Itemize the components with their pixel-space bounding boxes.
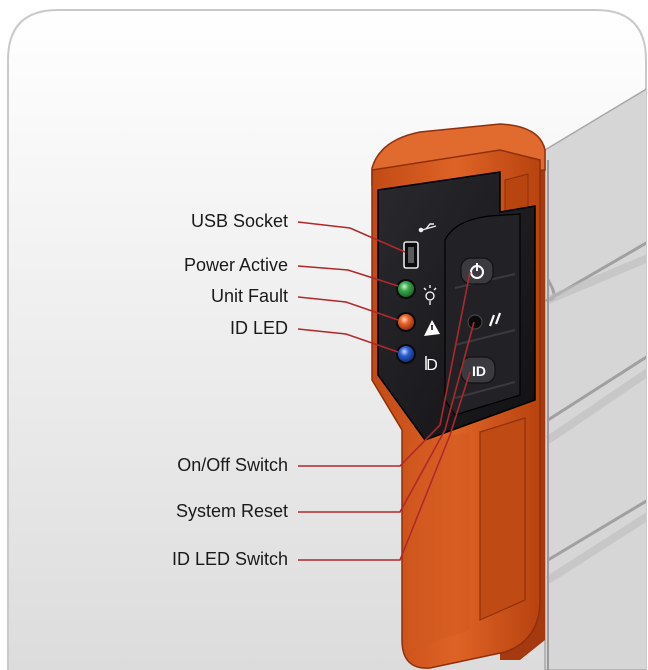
leader-usb-socket — [297, 221, 406, 253]
id-button-glyph: ID — [472, 363, 486, 379]
usb-socket-icon — [403, 223, 437, 269]
callout-usb-socket: USB Socket — [190, 211, 288, 231]
callout-on-off-switch: On/Off Switch — [177, 455, 288, 475]
control-panel — [377, 171, 536, 441]
leader-unit-fault — [297, 296, 399, 321]
reset-button-icon[interactable] — [467, 312, 502, 330]
leader-power-active — [297, 265, 399, 287]
chassis-side — [542, 86, 646, 670]
leader-id-led — [297, 328, 399, 353]
leader-on-off-switch — [298, 271, 471, 467]
callout-id-led-switch: ID LED Switch — [171, 549, 288, 569]
leader-id-led-switch — [298, 371, 471, 561]
id-button-icon[interactable]: ID — [460, 356, 496, 384]
svg-text:D: D — [426, 357, 438, 374]
leader-lines — [297, 221, 475, 561]
power-led-icon — [396, 279, 437, 305]
callout-id-led: ID LED — [229, 318, 288, 338]
power-button-icon[interactable] — [460, 257, 494, 285]
leader-system-reset — [298, 321, 475, 513]
callout-power-active: Power Active — [183, 255, 288, 275]
id-led-icon: D — [396, 344, 438, 374]
callout-system-reset: System Reset — [175, 501, 288, 521]
callout-unit-fault: Unit Fault — [210, 286, 288, 306]
fault-led-icon — [396, 312, 440, 336]
